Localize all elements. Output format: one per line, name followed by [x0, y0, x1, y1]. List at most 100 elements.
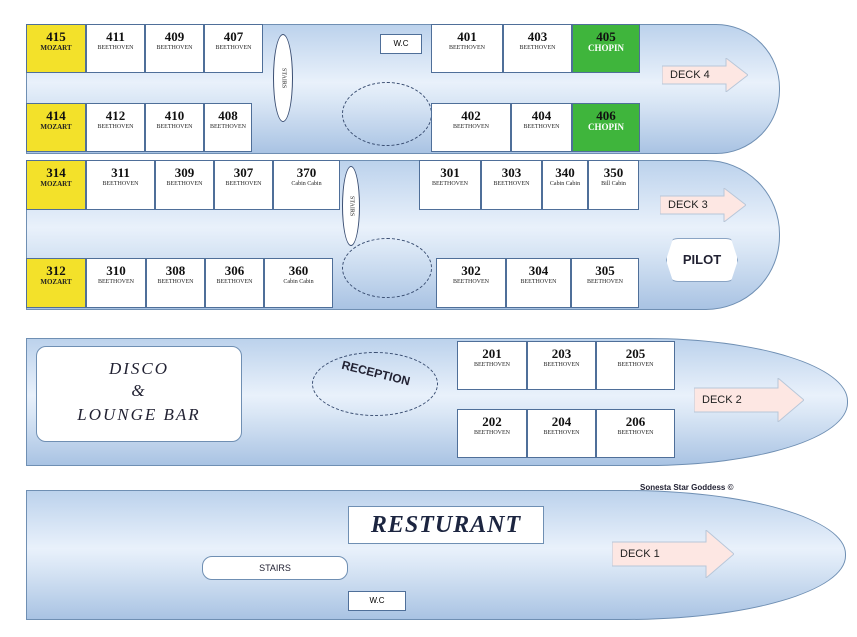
cabin-type: BEETHOVEN — [474, 430, 510, 436]
cabin-type: BEETHOVEN — [156, 45, 193, 51]
stairs-label: STAIRS — [280, 67, 287, 89]
cabin-type: BEETHOVEN — [543, 430, 580, 436]
deck3-label: DECK 3 — [668, 199, 708, 211]
deck4-arrow: DECK 4 — [662, 58, 748, 92]
cabin-number: 206 — [625, 414, 646, 429]
cabin-type: Bill Cabin — [601, 181, 626, 187]
cabin-type: BEETHOVEN — [617, 430, 654, 436]
cabin-type: BEETHOVEN — [587, 279, 623, 285]
wc-label: W.C — [393, 39, 409, 48]
pilot-box: PILOT — [666, 238, 738, 282]
cabin-number: 201 — [482, 346, 502, 361]
cabin-number: 205 — [625, 346, 646, 361]
cabin-type: BEETHOVEN — [453, 279, 489, 285]
disco-line3: LOUNGE BAR — [77, 405, 201, 424]
cabin-number: 403 — [527, 29, 548, 44]
cabin-number: 310 — [106, 263, 126, 278]
deck4-label: DECK 4 — [670, 69, 710, 81]
cabin-type: BEETHOVEN — [520, 279, 557, 285]
wc-label: W.C — [369, 596, 385, 605]
wc-deck4: W.C — [380, 34, 422, 54]
cabin-number: 412 — [105, 108, 126, 123]
cabin-number: 409 — [164, 29, 185, 44]
deck2-arrow: DECK 2 — [694, 378, 804, 422]
cabin-number: 306 — [224, 263, 245, 278]
cabin-number: 411 — [106, 29, 125, 44]
cabin-type: Cabin Cabin — [291, 181, 322, 187]
cabin-type: BEETHOVEN — [432, 181, 468, 187]
stairs-label: STAIRS — [348, 195, 355, 217]
cabin-type: BEETHOVEN — [97, 124, 134, 130]
cabin-type: BEETHOVEN — [225, 181, 262, 187]
cabin-number: 303 — [501, 165, 522, 180]
stairs-deck1: STAIRS — [202, 556, 348, 580]
cabin-number: 314 — [46, 165, 66, 180]
cabin-type: Cabin Cabin — [549, 181, 581, 187]
arrow-icon — [660, 188, 746, 222]
cabin-number: 312 — [46, 263, 66, 278]
arrow-icon — [662, 58, 748, 92]
cabin-number: 304 — [528, 263, 549, 278]
cabin-number: 414 — [46, 108, 66, 123]
cabin-type: MOZART — [40, 278, 72, 286]
wc-deck1: W.C — [348, 591, 406, 611]
reception-ellipse — [312, 352, 438, 416]
cabin-type: CHOPIN — [588, 122, 624, 132]
cabin-type: BEETHOVEN — [157, 279, 194, 285]
cabin-number: 410 — [164, 108, 185, 123]
atrium-ellipse-deck4 — [342, 82, 432, 146]
cabin-number: 202 — [482, 414, 502, 429]
cabin-type: BEETHOVEN — [519, 45, 556, 51]
cabin-number: 406 — [596, 108, 616, 123]
cabin-number: 350 — [603, 165, 624, 180]
cabin-number: 370 — [296, 165, 317, 180]
arrow-icon — [694, 378, 804, 422]
cabin-type: BEETHOVEN — [97, 45, 134, 51]
cabin-number: 301 — [440, 165, 460, 180]
cabin-number: 203 — [551, 346, 572, 361]
cabin-number: 305 — [595, 263, 615, 278]
deck3-arrow: DECK 3 — [660, 188, 746, 222]
restaurant-box: RESTURANT — [348, 506, 544, 544]
cabin-type: BEETHOVEN — [474, 362, 510, 368]
cabin-type: BEETHOVEN — [493, 181, 530, 187]
cabin-number: 307 — [233, 165, 254, 180]
